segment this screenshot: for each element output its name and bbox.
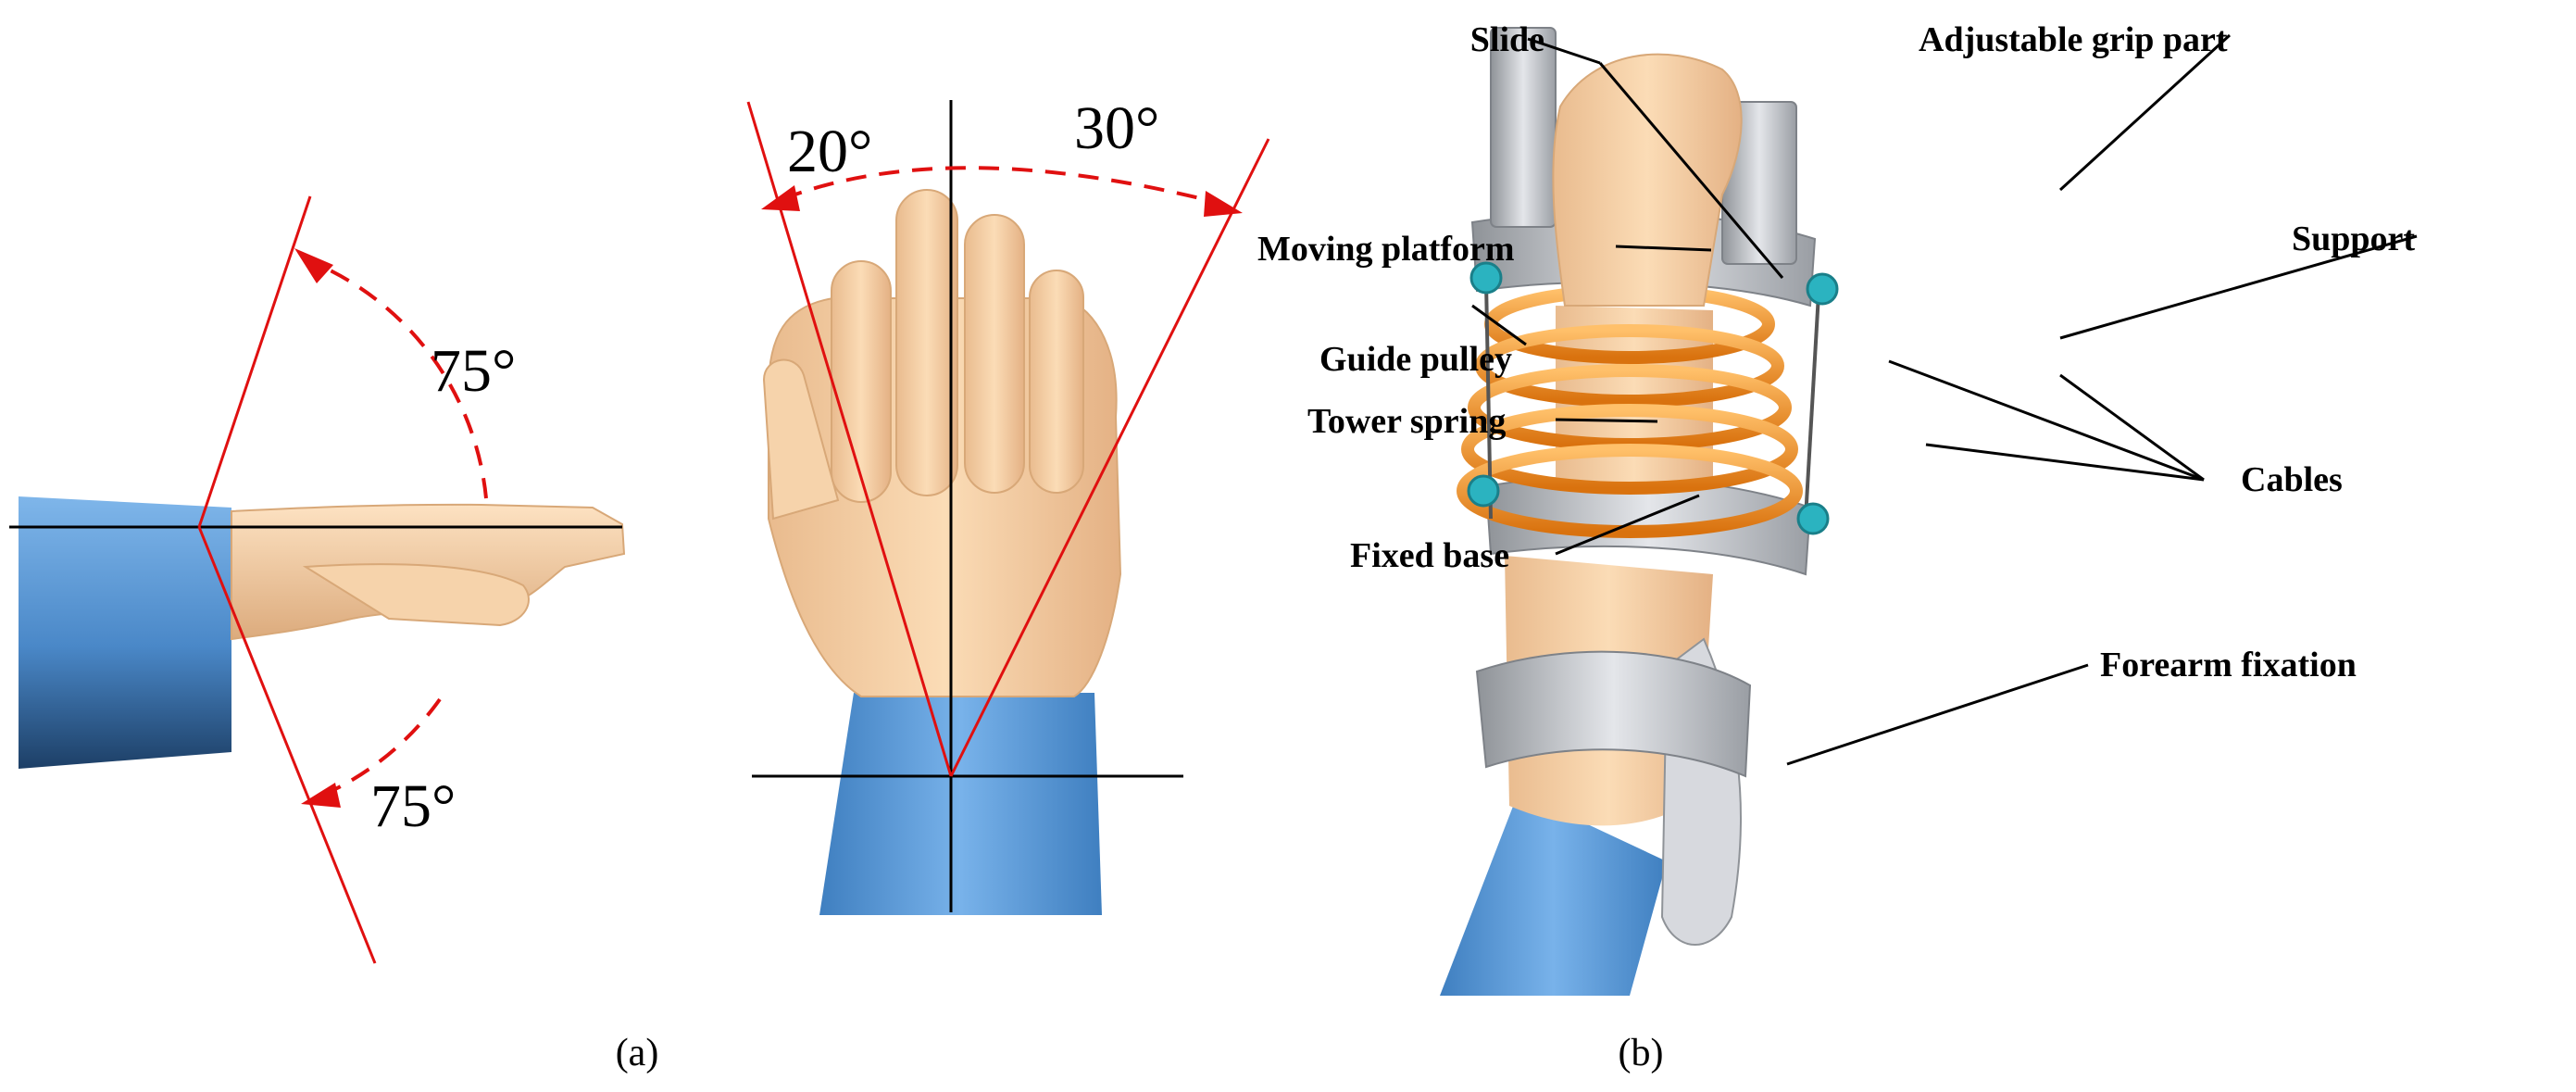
angle-flexion-label: 75° [370, 772, 456, 840]
label-forearm-fixation: Forearm fixation [2100, 646, 2357, 684]
front-view-illustration [746, 100, 1270, 915]
ulnar-arrowhead [1204, 191, 1243, 217]
extension-limit-line [197, 195, 312, 528]
thumb-front [762, 358, 840, 521]
finger-middle [895, 189, 958, 496]
thumb-side [302, 563, 530, 627]
forearm-side [19, 496, 231, 769]
forearm-sleeve [1440, 792, 1667, 996]
flexion-limit-line [197, 526, 377, 964]
forearm-front [819, 693, 1102, 915]
angle-ulnar-label: 30° [1074, 94, 1159, 162]
label-fixed-base: Fixed base [1350, 536, 1509, 575]
label-guide-pulley: Guide pulley [1319, 340, 1512, 379]
side-view-illustration [9, 195, 626, 964]
guide-pulley-bottom-right [1796, 502, 1830, 535]
label-adjustable-grip-part: Adjustable grip part [1919, 20, 2228, 59]
label-support: Support [2292, 220, 2415, 258]
label-tower-spring: Tower spring [1307, 402, 1506, 441]
tower-spring [1457, 284, 1803, 538]
finger-little [1029, 270, 1084, 494]
cable-right [1804, 277, 1821, 520]
caption-b: (b) [1619, 1032, 1664, 1074]
forearm-fixation-strap [1475, 650, 1752, 778]
label-moving-platform: Moving platform [1257, 230, 1515, 269]
radial-arrowhead [761, 185, 800, 211]
angle-extension-label: 75° [431, 337, 516, 405]
radial-limit-line [746, 101, 953, 777]
label-cables: Cables [2241, 460, 2343, 499]
leader-lines [1471, 33, 2418, 766]
label-slide: Slide [1470, 20, 1544, 59]
angle-radial-label: 20° [787, 118, 872, 185]
guide-pulley-bottom-left [1467, 474, 1500, 508]
flexion-arrowhead [301, 783, 341, 808]
finger-index [831, 260, 892, 503]
caption-a: (a) [616, 1032, 659, 1074]
guide-pulley-top-right [1806, 272, 1839, 306]
finger-ring [964, 214, 1025, 494]
ulnar-limit-line [949, 138, 1270, 777]
fist [1552, 53, 1743, 307]
extension-arrowhead [294, 248, 333, 283]
extension-arc [305, 257, 488, 499]
deviation-arc [782, 166, 1223, 206]
exoskeleton-illustration [1440, 27, 1839, 996]
guide-pulley-top-left [1469, 261, 1503, 295]
